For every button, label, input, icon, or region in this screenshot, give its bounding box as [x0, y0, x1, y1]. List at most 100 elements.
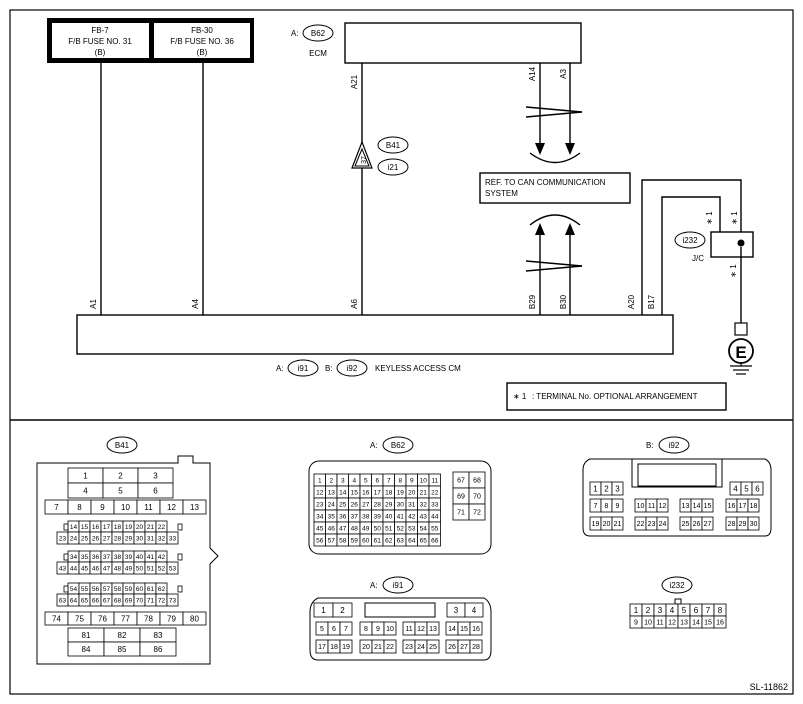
b41-pin-20: 20 [136, 524, 144, 531]
b62-pin-65: 65 [420, 537, 428, 544]
jc-mark-3: ∗ 1 [729, 264, 738, 278]
b41-pin-30: 30 [136, 535, 144, 542]
b62-pin-56: 56 [316, 537, 324, 544]
keyless-access-cm [76, 314, 674, 355]
b41-pin-7: 7 [54, 503, 59, 512]
i92-pin-15-cell [701, 498, 714, 513]
b62-pin-30: 30 [397, 501, 405, 508]
connector-b41-name: B41 [115, 441, 130, 450]
i91-pin-28-cell [469, 639, 483, 654]
b41-pin-42: 42 [158, 554, 166, 561]
b62-pin-34: 34 [316, 513, 324, 520]
b41-latch [177, 553, 183, 561]
b62-pin-47: 47 [339, 525, 347, 532]
b41-pin-53-cell [166, 561, 179, 575]
b62-pin-37: 37 [351, 513, 359, 520]
i91-pin-23: 23 [405, 644, 413, 651]
b62-pin-72-cell [468, 503, 486, 521]
b41-pin-76: 76 [98, 614, 107, 623]
b62-pin-12: 12 [316, 489, 324, 496]
b62-pin-7: 7 [387, 477, 391, 484]
keyless-conn-b: i92 [347, 364, 358, 373]
b41-pin-6-cell [137, 482, 174, 499]
b41-pin-57: 57 [103, 586, 111, 593]
b41-pin-46: 46 [92, 565, 100, 572]
b41-pin-13-cell [182, 499, 207, 515]
b62-pin-60: 60 [362, 537, 370, 544]
keyless-prefix-b: B: [325, 364, 333, 373]
b62-pin-59: 59 [351, 537, 359, 544]
connector-i232-name: i232 [669, 581, 685, 590]
i91-pin-4: 4 [472, 606, 477, 615]
keyless-pin-b29: B29 [528, 294, 537, 309]
jc-mark-1: ∗ 1 [705, 211, 714, 225]
b62-pin-4: 4 [352, 477, 356, 484]
keyless-pin-a4: A4 [191, 299, 200, 309]
joint-pin: 37 [361, 156, 368, 164]
b41-pin-37: 37 [103, 554, 111, 561]
i91-pin-26: 26 [448, 644, 456, 651]
i92-pin-10: 10 [637, 503, 645, 510]
b41-pin-38: 38 [114, 554, 122, 561]
b41-pin-25: 25 [81, 535, 89, 542]
b41-latch [177, 523, 183, 531]
b41-pin-64: 64 [70, 597, 78, 604]
i91-pin-5: 5 [320, 626, 324, 633]
b62-pin-18: 18 [385, 489, 393, 496]
b41-pin-61: 61 [147, 586, 155, 593]
fuse-1-code: FB-7 [91, 26, 109, 35]
connector-i92-name: i92 [669, 441, 680, 450]
b62-pin-35: 35 [328, 513, 336, 520]
i91-pin-11: 11 [405, 626, 412, 633]
can-wires-keyless [525, 214, 583, 315]
b62-pin-62: 62 [385, 537, 393, 544]
b41-pin-66: 66 [92, 597, 100, 604]
i91-pin-2: 2 [340, 606, 345, 615]
i92-pin-12-cell [656, 498, 669, 513]
i91-pin-10-cell [383, 621, 397, 636]
fuse-2-name: F/B FUSE NO. 36 [170, 37, 234, 46]
b62-pin-24: 24 [328, 501, 336, 508]
i232-pin-8: 8 [718, 606, 723, 615]
joint-upper: B41 [386, 141, 401, 150]
i92-pin-22: 22 [637, 521, 645, 528]
b41-pin-65: 65 [81, 597, 89, 604]
b41-pin-73: 73 [169, 597, 177, 604]
ecm-connector: B62 [311, 29, 326, 38]
i92-pin-5: 5 [744, 484, 749, 493]
b62-pin-28: 28 [374, 501, 382, 508]
b62-pin-51: 51 [385, 525, 393, 532]
b62-pin-66-cell [428, 533, 441, 547]
fuse-1-name: F/B FUSE NO. 31 [68, 37, 132, 46]
b62-pin-15: 15 [351, 489, 359, 496]
b41-pin-86: 86 [154, 645, 163, 654]
connector-i92-prefix: B: [646, 441, 654, 450]
b41-pin-5: 5 [118, 486, 123, 495]
i92-pin-27-cell [701, 516, 714, 531]
i92-pin-9-cell [611, 498, 624, 513]
b62-pin-61: 61 [374, 537, 382, 544]
keyless-pin-a20: A20 [627, 294, 636, 309]
connector-i91-name: i91 [393, 581, 404, 590]
b62-pin-5: 5 [364, 477, 368, 484]
i91-pin-19-cell [339, 639, 353, 654]
b41-pin-77: 77 [121, 614, 130, 623]
keyless-pin-a6: A6 [350, 299, 359, 309]
i92-pin-3: 3 [615, 484, 620, 493]
i232-pin-2: 2 [646, 606, 651, 615]
b62-pin-69: 69 [457, 494, 465, 501]
i232-pin-14: 14 [692, 620, 700, 627]
b62-pin-3: 3 [341, 477, 345, 484]
b62-pin-54: 54 [420, 525, 428, 532]
b62-pin-68: 68 [473, 478, 481, 485]
i232-pin-16: 16 [716, 620, 724, 627]
i92-pin-19: 19 [592, 521, 600, 528]
i91-pin-25: 25 [429, 644, 437, 651]
b41-pin-49: 49 [125, 565, 133, 572]
b62-pin-27: 27 [362, 501, 370, 508]
b41-pin-43: 43 [59, 565, 67, 572]
ecm-label: ECM [309, 49, 327, 58]
i91-pin-20: 20 [362, 644, 370, 651]
b41-pin-82: 82 [118, 631, 127, 640]
